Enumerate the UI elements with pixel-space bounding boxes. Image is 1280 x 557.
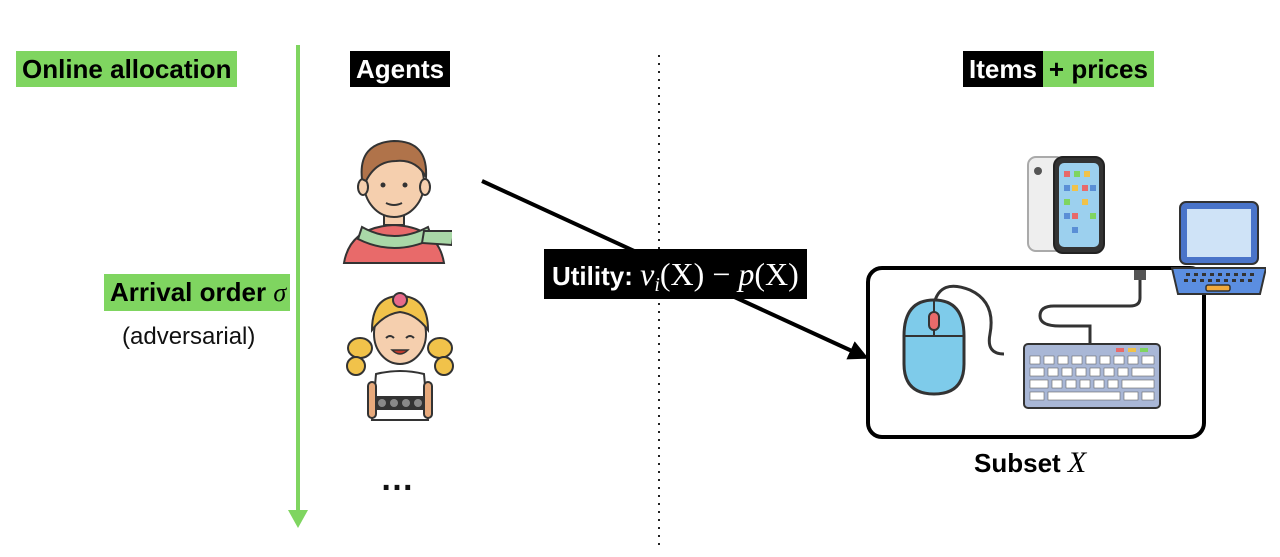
title-label: Online allocation [16,51,238,87]
utility-sub-i: i [654,274,660,297]
items-header-prices: + prices [1042,51,1154,87]
timeline-arrow-head [288,510,308,528]
utility-minus: − [704,256,739,292]
agents-header: Agents [350,51,451,87]
keyboard-icon [1023,270,1161,409]
utility-v: v [640,256,655,292]
items-header: Items + prices [963,51,1154,87]
laptop-icon [1170,201,1266,295]
utility-text: Utility: [552,261,633,291]
mouse-icon [902,284,1005,396]
adversarial-note: (adversarial) [122,323,256,350]
items-header-items: Items [963,51,1043,87]
man-with-scarf-icon [342,139,452,264]
more-agents-ellipsis: … [380,460,416,498]
utility-x1: (X) [659,256,705,292]
subset-box [866,266,1206,439]
girl-with-braids-icon [346,292,454,421]
subset-text: Subset [974,448,1061,478]
sigma-symbol: σ [273,278,287,307]
utility-x2: (X) [754,256,799,292]
subset-label: Subset X [974,446,1086,480]
utility-label: Utility: vi(X) − p(X) [544,249,807,299]
utility-p: p [738,256,755,292]
arrival-order-text: Arrival order [110,277,267,307]
subset-symbol: X [1067,446,1087,479]
arrival-order-label: Arrival order σ [104,274,291,311]
smartphone-icon [1027,156,1105,254]
